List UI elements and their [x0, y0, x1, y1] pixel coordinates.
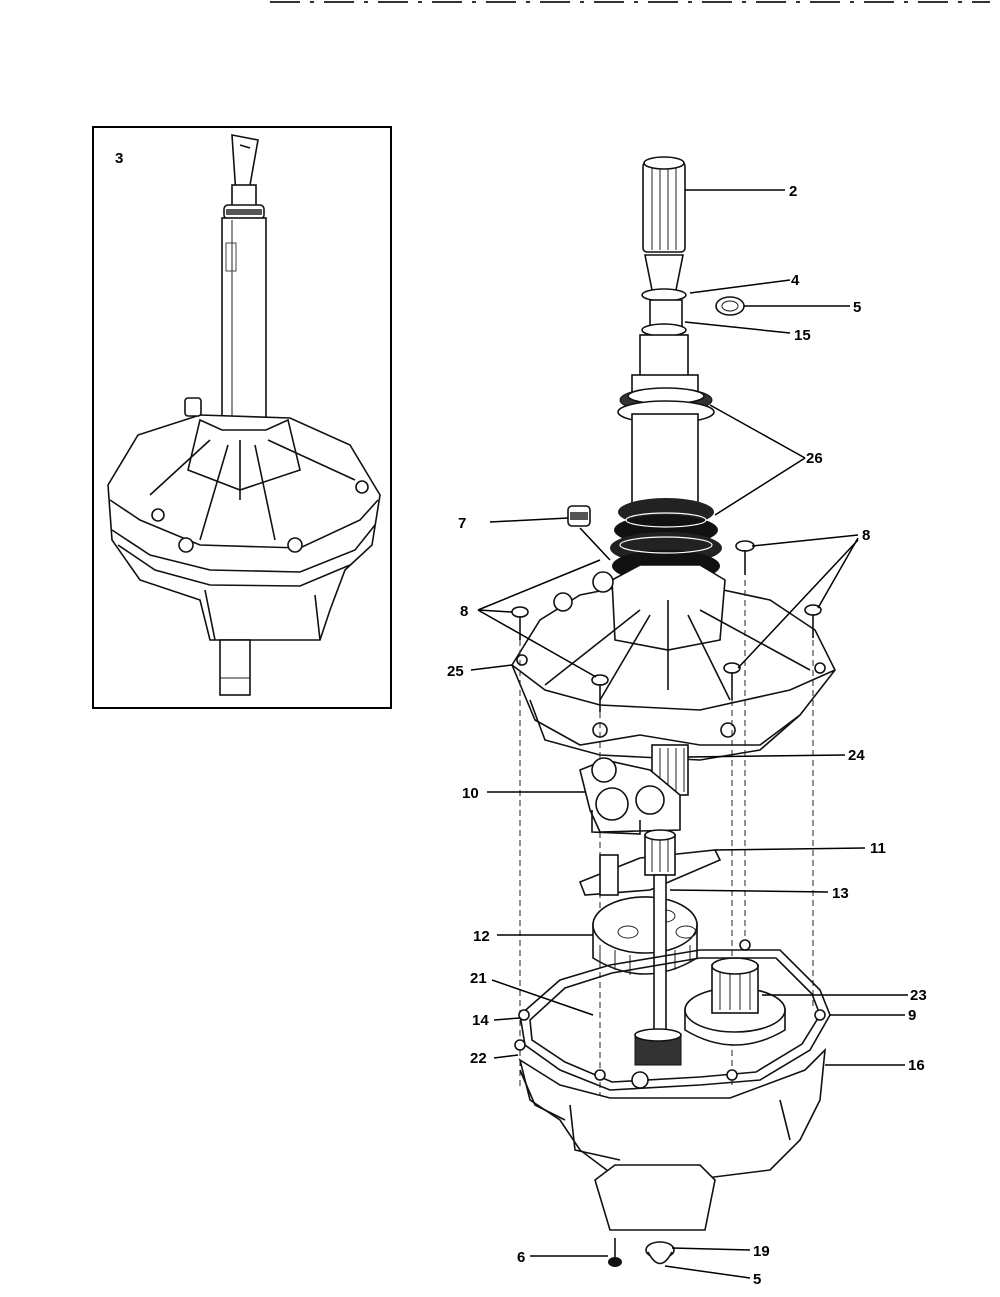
- part-bottom-screw: [608, 1238, 622, 1267]
- part-vent-plug: [567, 505, 591, 527]
- inset-label: 3: [115, 150, 123, 167]
- callout-21: 21: [470, 970, 487, 987]
- part-bull-gear: [684, 957, 786, 1046]
- inset-housing: [107, 397, 381, 696]
- part-gear-cluster: [579, 757, 681, 835]
- callout-10: 10: [462, 785, 479, 802]
- callout-8-left: 8: [460, 603, 468, 620]
- callout-2: 2: [789, 183, 797, 200]
- callout-15: 15: [794, 327, 811, 344]
- callout-19: 19: [753, 1243, 770, 1260]
- callout-7: 7: [458, 515, 466, 532]
- bolt: [723, 662, 741, 700]
- part-top-cover: [511, 564, 836, 761]
- inset-assembly-panel: 3: [92, 126, 392, 709]
- callout-9: 9: [908, 1007, 916, 1024]
- callout-11: 11: [870, 840, 886, 857]
- bolt: [804, 604, 822, 638]
- bolt: [735, 540, 755, 575]
- callout-6: 6: [517, 1249, 525, 1266]
- part-long-shaft: [644, 829, 676, 1041]
- bolt: [511, 606, 529, 640]
- part-output-gear: [634, 1028, 682, 1066]
- part-splined-shaft: [631, 156, 699, 406]
- callout-24: 24: [848, 747, 865, 764]
- callout-labels: 2 4 5 15 26 7 8 8 25 24 10 11 13 12 21 2…: [447, 183, 927, 1288]
- inset-shaft: [221, 134, 267, 439]
- main-exploded-view: [511, 156, 836, 1267]
- part-washer-top: [715, 296, 745, 316]
- leader-lines: [470, 189, 908, 1279]
- part-gasket: [514, 939, 831, 1091]
- bolt: [591, 674, 609, 712]
- callout-26: 26: [806, 450, 823, 467]
- callout-5-upper: 5: [853, 299, 861, 316]
- callout-12: 12: [473, 928, 490, 945]
- part-lower-housing: [518, 1047, 827, 1231]
- part-bearing-ring-upper: [617, 387, 715, 505]
- part-bolts: [511, 540, 822, 712]
- callout-16: 16: [908, 1057, 925, 1074]
- part-drain-cap: [645, 1241, 675, 1265]
- callout-25: 25: [447, 663, 464, 680]
- callout-14: 14: [472, 1012, 489, 1029]
- callout-8-right: 8: [862, 527, 870, 544]
- callout-4: 4: [791, 272, 800, 289]
- callout-13: 13: [832, 885, 849, 902]
- callout-23: 23: [910, 987, 927, 1004]
- callout-22: 22: [470, 1050, 487, 1067]
- part-large-gear: [592, 896, 698, 975]
- callout-5-lower: 5: [753, 1271, 761, 1288]
